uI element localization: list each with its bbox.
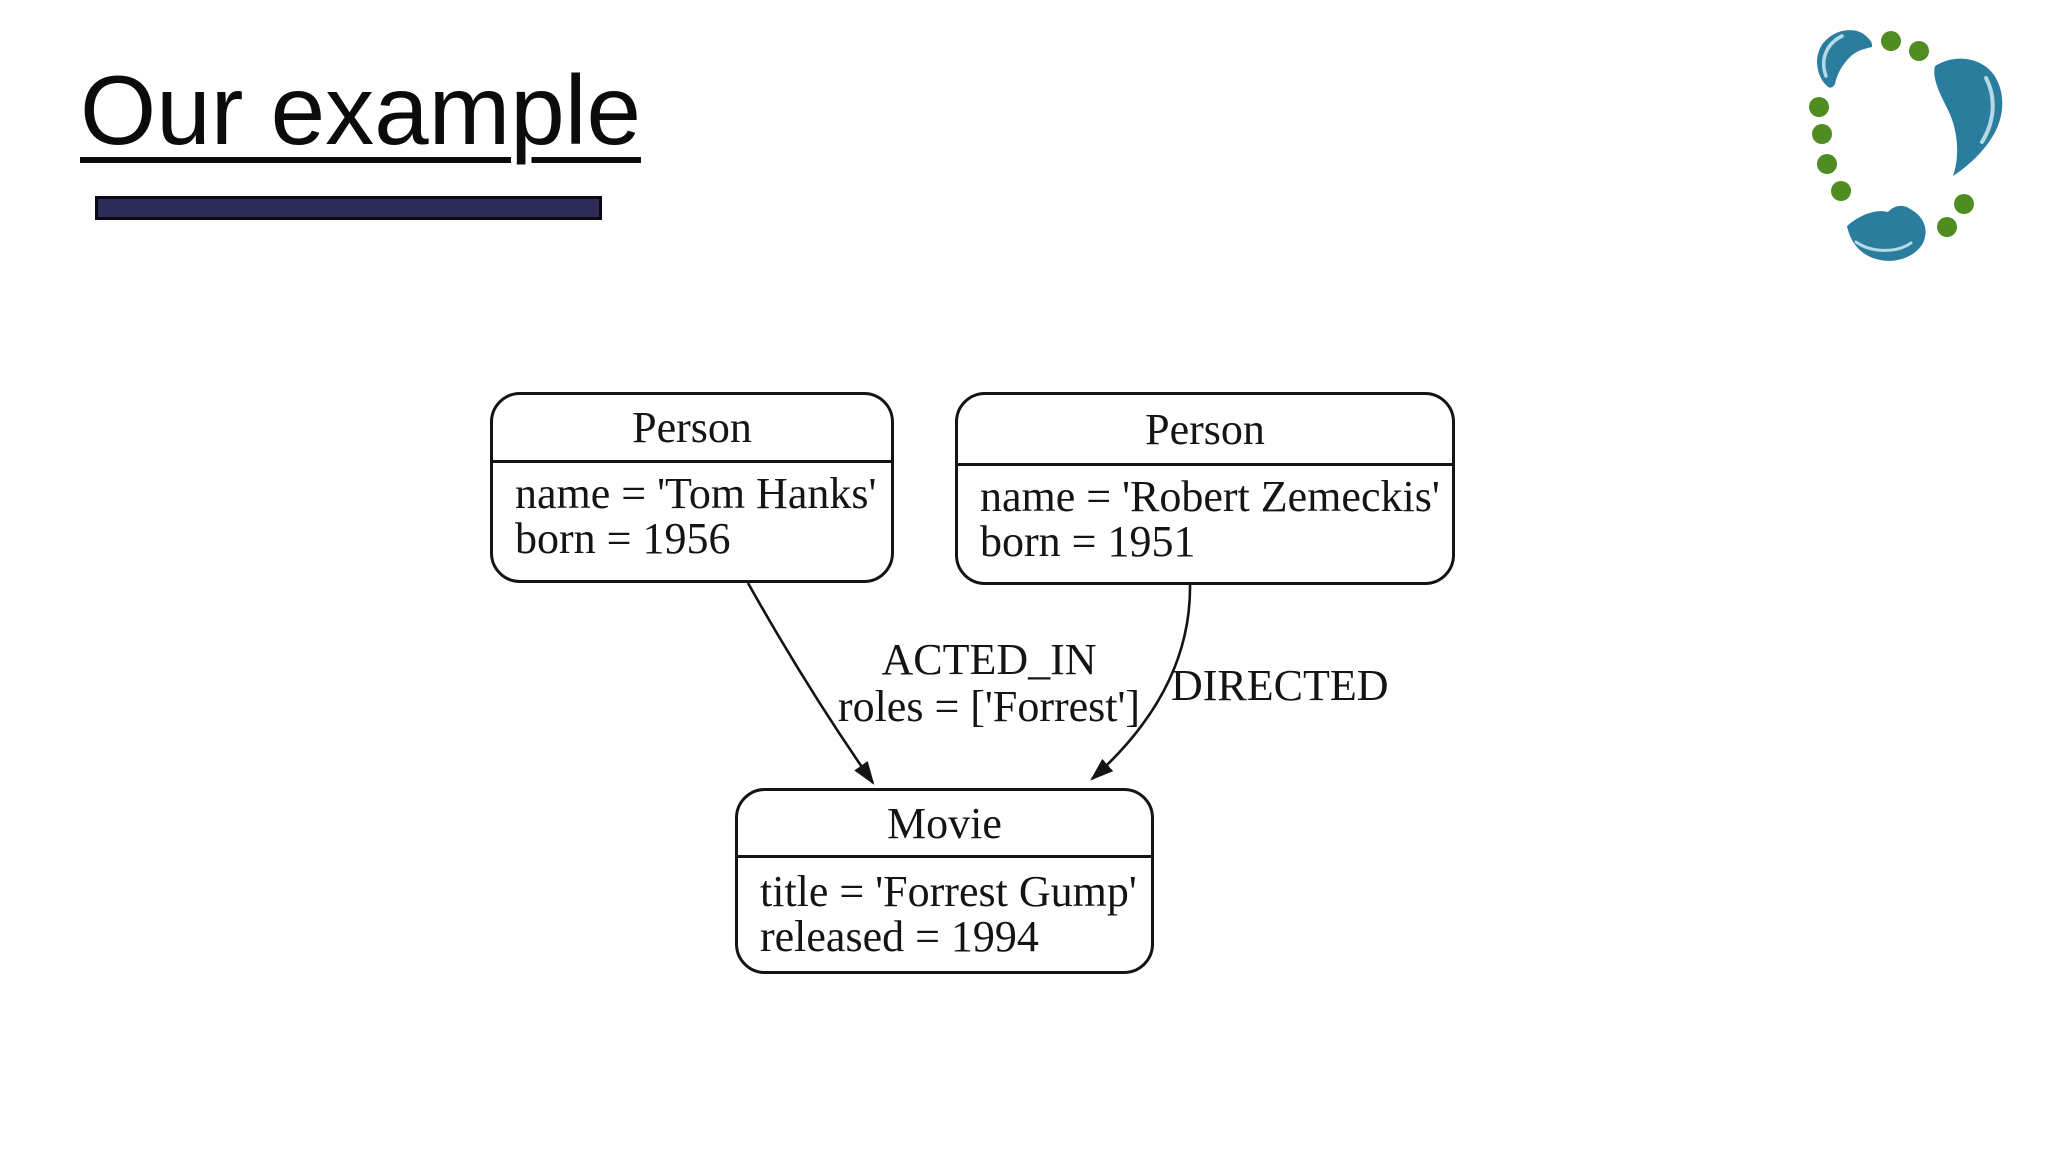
logo-leaf-bottom — [1847, 205, 1926, 261]
leaf-ring-logo — [1809, 30, 2003, 261]
property-line: name = 'Robert Zemeckis' — [980, 472, 1440, 521]
node-label: Person — [493, 395, 891, 463]
logo-leaf-right — [1934, 58, 2003, 176]
property-line: title = 'Forrest Gump' — [760, 867, 1137, 916]
edge-acted-in-path — [746, 582, 875, 785]
page-title: Our example — [80, 55, 642, 165]
edge-property-label: roles = ['Forrest'] — [837, 682, 1141, 731]
node-properties: title = 'Forrest Gump' released = 1994 — [738, 858, 1151, 959]
edge-label-directed: DIRECTED — [1171, 661, 1389, 710]
node-properties: name = 'Tom Hanks' born = 1956 — [493, 463, 891, 561]
logo-leaf-top-left — [1817, 30, 1873, 88]
title-accent-bar — [95, 196, 602, 220]
node-properties: name = 'Robert Zemeckis' born = 1951 — [958, 466, 1452, 564]
property-line: name = 'Tom Hanks' — [515, 469, 877, 518]
node-label: Movie — [738, 791, 1151, 858]
property-line: born = 1956 — [515, 514, 731, 563]
node-person-tom-hanks: Person name = 'Tom Hanks' born = 1956 — [490, 392, 894, 583]
node-person-robert-zemeckis: Person name = 'Robert Zemeckis' born = 1… — [955, 392, 1455, 585]
edge-type-label: ACTED_IN — [881, 635, 1097, 684]
node-movie-forrest-gump: Movie title = 'Forrest Gump' released = … — [735, 788, 1154, 974]
edge-label-acted-in: ACTED_IN roles = ['Forrest'] — [838, 636, 1140, 730]
property-line: born = 1951 — [980, 517, 1196, 566]
node-label: Person — [958, 395, 1452, 466]
logo-dot-ring — [1809, 31, 1974, 237]
property-line: released = 1994 — [760, 912, 1039, 961]
edge-directed-path — [1090, 582, 1192, 781]
